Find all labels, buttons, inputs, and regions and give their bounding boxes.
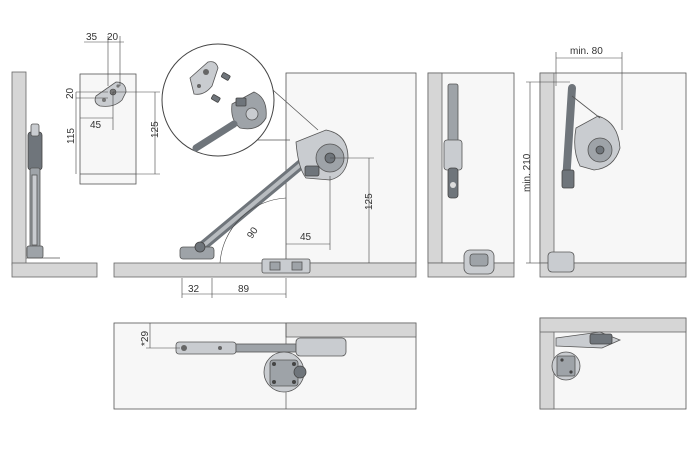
bottom-top-view: *29	[113, 322, 417, 410]
right-side-view-open: min. 80 min. 210	[522, 46, 687, 278]
main-installation-view: 125 45 90 32 89	[113, 72, 417, 298]
bottom-right-mechanism	[551, 331, 622, 381]
dim-125-plate: 125	[150, 121, 161, 138]
top-view-hinge-plate	[263, 351, 307, 393]
left-side-view	[11, 71, 98, 278]
dim-min-80: min. 80	[570, 46, 603, 57]
dim-29: *29	[140, 331, 151, 346]
right-stay-mechanism	[443, 83, 463, 199]
dim-angle-90: 90	[245, 225, 261, 241]
dim-min-210: min. 210	[522, 153, 533, 192]
bottom-right-view	[539, 317, 687, 410]
zoom-detail-circle	[161, 43, 319, 157]
dim-89: 89	[238, 284, 250, 295]
mounting-plate-detail: 35 20 20 115 45 125	[65, 32, 161, 185]
main-hinge-base	[261, 258, 311, 274]
left-bottom-board	[11, 262, 98, 278]
dim-20-vertical: 20	[65, 87, 76, 99]
dim-35: 35	[86, 32, 98, 43]
dim-20-horizontal: 20	[107, 32, 119, 43]
top-view-stay-arm	[175, 337, 347, 357]
open-stay-mechanism	[561, 84, 621, 189]
dim-32: 32	[188, 284, 200, 295]
main-stay-arm	[179, 145, 323, 260]
dim-45-main: 45	[300, 232, 312, 243]
right-side-view-closed	[427, 72, 515, 278]
dim-45-plate: 45	[90, 120, 102, 131]
left-stay-mechanism	[26, 123, 60, 259]
dim-125-main: 125	[364, 193, 375, 210]
dim-115: 115	[66, 128, 77, 144]
left-side-panel	[11, 71, 27, 266]
